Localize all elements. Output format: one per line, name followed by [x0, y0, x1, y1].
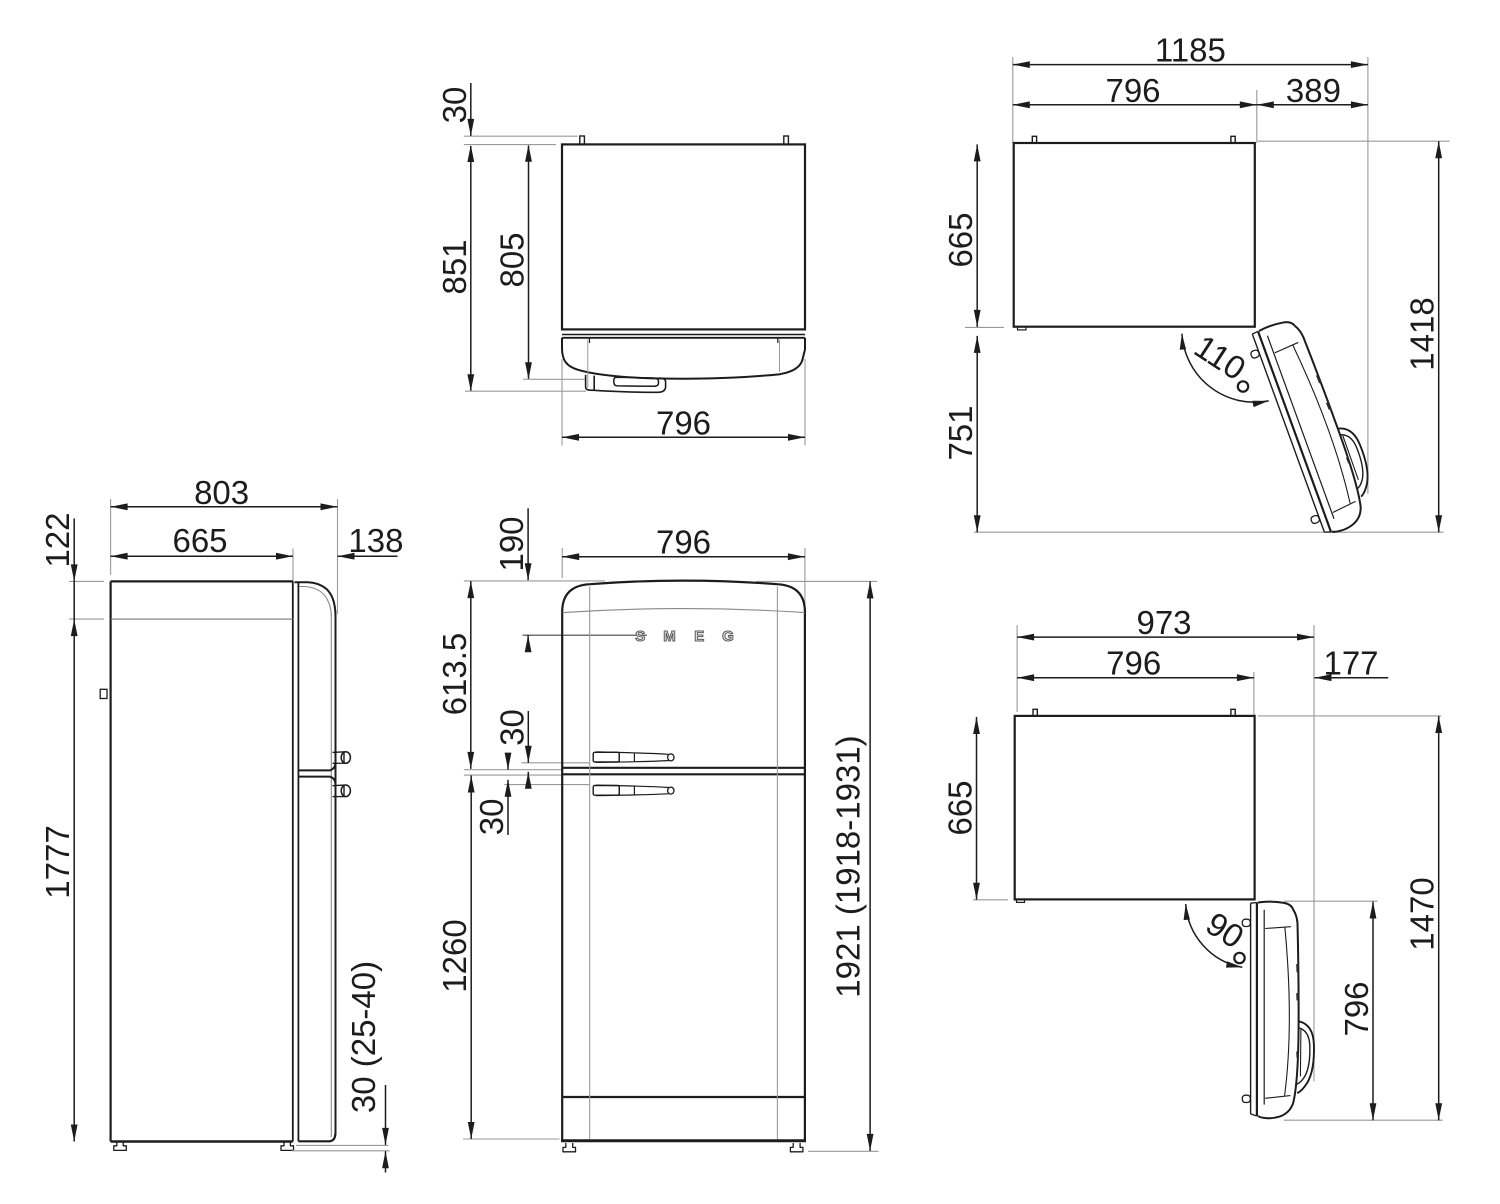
- svg-text:796: 796: [656, 404, 711, 441]
- svg-text:803: 803: [194, 474, 249, 511]
- svg-text:1418: 1418: [1404, 297, 1441, 370]
- svg-text:665: 665: [942, 212, 979, 267]
- svg-text:851: 851: [436, 239, 473, 294]
- svg-text:665: 665: [942, 780, 979, 835]
- svg-text:665: 665: [172, 522, 227, 559]
- svg-text:30: 30: [436, 87, 473, 124]
- svg-text:S: S: [635, 628, 645, 645]
- svg-text:1260: 1260: [436, 919, 473, 992]
- svg-text:1777: 1777: [39, 825, 76, 898]
- svg-text:751: 751: [942, 405, 979, 460]
- svg-text:1921 (1918-1931): 1921 (1918-1931): [829, 735, 866, 997]
- svg-text:138: 138: [348, 522, 403, 559]
- svg-text:796: 796: [1106, 645, 1161, 682]
- svg-text:1185: 1185: [1155, 32, 1226, 69]
- svg-text:30: 30: [473, 799, 510, 836]
- svg-text:1470: 1470: [1404, 877, 1441, 950]
- svg-text:G: G: [722, 628, 734, 645]
- svg-text:796: 796: [1338, 981, 1375, 1036]
- svg-text:613.5: 613.5: [436, 633, 473, 716]
- svg-text:796: 796: [1105, 72, 1160, 109]
- svg-text:M: M: [663, 628, 676, 645]
- svg-text:796: 796: [656, 524, 711, 561]
- svg-text:190: 190: [493, 516, 530, 571]
- svg-text:122: 122: [39, 512, 76, 567]
- svg-text:30 (25-40): 30 (25-40): [345, 961, 382, 1113]
- svg-text:177: 177: [1323, 645, 1378, 682]
- svg-text:805: 805: [494, 232, 531, 287]
- svg-text:389: 389: [1286, 72, 1341, 109]
- svg-text:30: 30: [493, 709, 530, 746]
- svg-text:E: E: [694, 628, 704, 645]
- svg-text:973: 973: [1136, 604, 1191, 641]
